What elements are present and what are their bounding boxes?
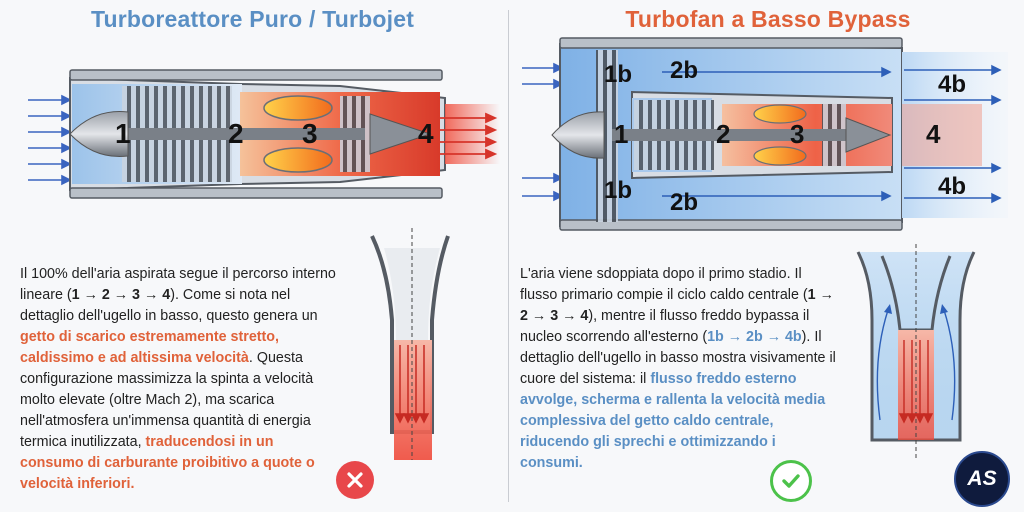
cross-icon: [336, 461, 374, 499]
turbofan-description: L'aria viene sdoppiata dopo il primo sta…: [520, 266, 836, 471]
turbofan-title: Turbofan a Basso Bypass: [625, 6, 911, 32]
check-icon: [770, 460, 812, 502]
stage-label-2b-top: 2b: [670, 57, 698, 84]
stage-label-2: 2: [228, 118, 244, 149]
brand-logo: AS: [954, 451, 1010, 507]
stage-label-2b-bottom: 2b: [670, 189, 698, 216]
turbojet-panel: Turboreattore Puro / Turbojet: [0, 0, 505, 512]
turbojet-spinner: [69, 110, 129, 158]
exhaust-arrows: [440, 112, 498, 160]
stage-label-1b-top: 1b: [604, 61, 632, 88]
stage-label-4: 4: [926, 119, 941, 149]
stage-label-4b-bottom: 4b: [938, 173, 966, 200]
stage-label-3: 3: [302, 118, 318, 149]
turbofan-intake-arrows: [522, 62, 564, 202]
turbofan-panel: Turbofan a Basso Bypass: [512, 0, 1024, 512]
stage-label-1: 1: [614, 119, 628, 149]
turbojet-description: Il 100% dell'aria aspirata segue il perc…: [20, 266, 336, 492]
intake-arrows: [28, 94, 72, 186]
turbofan-spinner: [551, 111, 605, 159]
stage-label-4b-top: 4b: [938, 71, 966, 98]
stage-label-1: 1: [115, 118, 131, 149]
turbojet-title: Turboreattore Puro / Turbojet: [90, 6, 415, 32]
stage-label-2: 2: [716, 119, 730, 149]
turbofan-diagram: 1b 2b 1 2 3 4 4b 1b 2b 4b: [522, 37, 1008, 460]
turbojet-nozzle-detail: [370, 228, 450, 460]
stage-label-3: 3: [790, 119, 804, 149]
turbofan-nozzle-detail: [856, 244, 976, 460]
panel-divider: [508, 10, 509, 502]
stage-label-4: 4: [418, 118, 434, 149]
turbofan-exhaust-arrows: [904, 64, 1002, 204]
bypass-arrows: [662, 66, 892, 202]
stage-label-1b-bottom: 1b: [604, 177, 632, 204]
turbojet-diagram: 1 2 3 4: [28, 69, 500, 460]
